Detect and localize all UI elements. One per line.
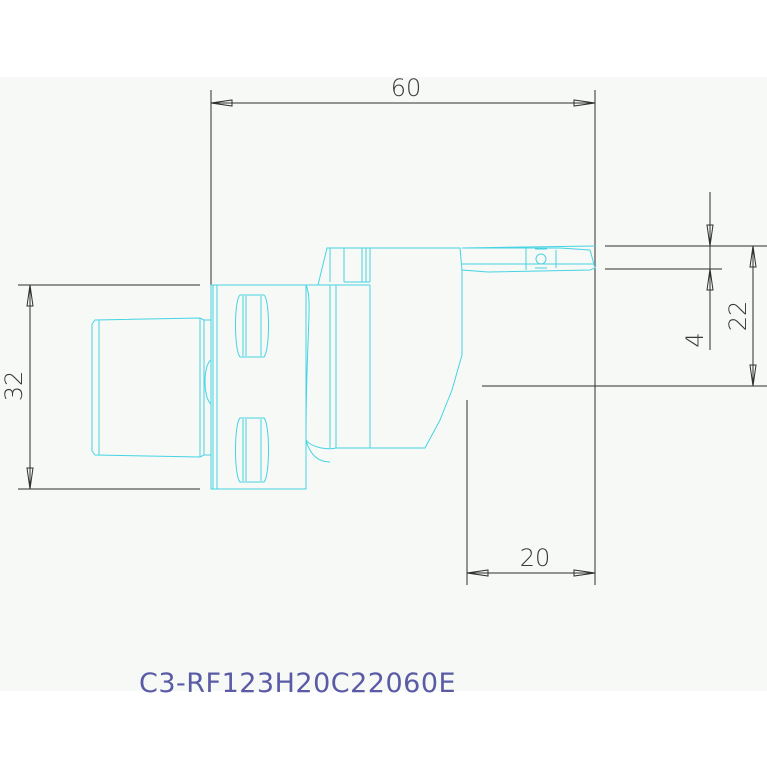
tool-outline bbox=[91, 245, 596, 490]
dimension-height: 22 bbox=[482, 245, 767, 387]
part-code-label: C3-RF123H20C22060E bbox=[139, 668, 456, 699]
dimension-label-22: 22 bbox=[724, 301, 752, 332]
dimension-label-32: 32 bbox=[0, 371, 28, 402]
dimension-label-60: 60 bbox=[391, 74, 422, 102]
dimension-label-20: 20 bbox=[520, 544, 551, 572]
tool-head bbox=[306, 247, 596, 286]
dimension-shank-diameter: 32 bbox=[0, 284, 200, 490]
clamp-slot-top bbox=[235, 294, 269, 358]
dimension-label-4: 4 bbox=[681, 332, 709, 347]
dimension-width: 20 bbox=[466, 400, 596, 585]
dimension-overall-length: 60 bbox=[210, 74, 596, 585]
drawing-sheet bbox=[0, 77, 767, 691]
dimension-insert-thickness: 4 bbox=[605, 192, 722, 350]
tool-body bbox=[210, 284, 307, 490]
clamp-slot-bottom bbox=[235, 417, 269, 483]
cutting-insert bbox=[461, 245, 596, 270]
